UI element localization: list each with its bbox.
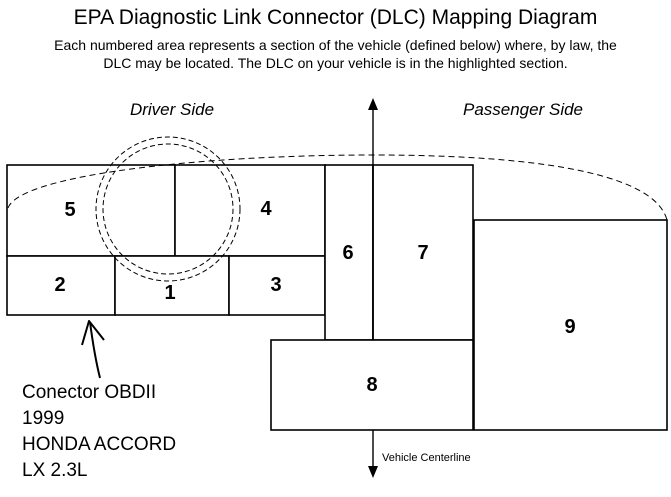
steering-wheel-inner-circle: [102, 143, 234, 275]
section-3: 3: [228, 255, 326, 316]
svg-text:9: 9: [564, 316, 575, 338]
svg-text:2: 2: [54, 274, 65, 296]
centerline-label: Vehicle Centerline: [382, 452, 471, 464]
section-5: 5: [6, 164, 176, 257]
annotation-line-1: Conector OBDII: [22, 382, 157, 403]
annotation-line-3: HONDA ACCORD: [22, 434, 177, 455]
svg-text:6: 6: [342, 242, 353, 264]
svg-text:3: 3: [270, 274, 281, 296]
connector-annotation: Conector OBDII 1999 HONDA ACCORD LX 2.3L: [22, 380, 176, 484]
svg-text:1: 1: [164, 282, 175, 304]
svg-text:8: 8: [366, 374, 377, 396]
section-9: 9: [473, 219, 668, 431]
subtitle-line-2: DLC may be located. The DLC on your vehi…: [103, 55, 568, 71]
annotation-arrow-shaft: [89, 321, 101, 379]
subtitle-line-1: Each numbered area represents a section …: [54, 37, 617, 53]
diagram-title: EPA Diagnostic Link Connector (DLC) Mapp…: [73, 6, 598, 29]
section-2: 2: [6, 255, 116, 316]
svg-text:7: 7: [417, 242, 428, 264]
passenger-side-label: Passenger Side: [463, 100, 583, 119]
annotation-arrow-head: [81, 320, 105, 346]
diagram-subtitle: Each numbered area represents a section …: [0, 36, 671, 72]
section-1: 1: [114, 255, 230, 316]
section-8: 8: [270, 339, 474, 431]
dashboard-outline-arc: [7, 154, 668, 221]
centerline-arrow-down: [368, 466, 378, 478]
section-7: 7: [372, 164, 474, 341]
driver-side-label: Driver Side: [130, 100, 214, 119]
svg-text:4: 4: [260, 198, 272, 220]
annotation-line-2: 1999: [22, 408, 65, 429]
centerline-arrow-up: [368, 98, 378, 110]
annotation-line-4: LX 2.3L: [22, 460, 88, 481]
section-4: 4: [174, 164, 326, 257]
steering-wheel-outer-circle: [95, 136, 241, 282]
svg-text:5: 5: [64, 199, 75, 221]
section-6: 6: [324, 164, 374, 341]
